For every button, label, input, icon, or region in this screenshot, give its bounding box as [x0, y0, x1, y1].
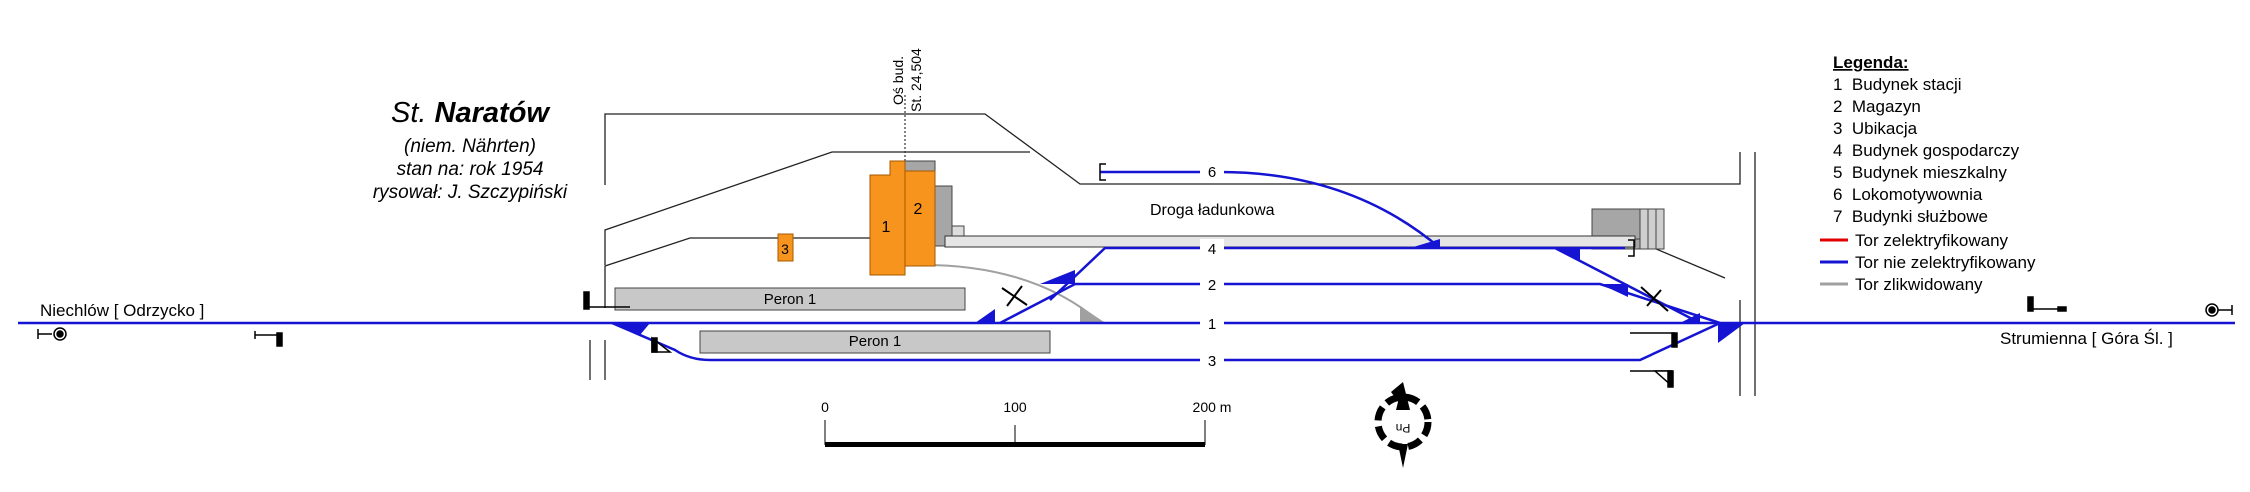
- scale-tick-200: 200 m: [1193, 399, 1232, 415]
- axis-label-1: Oś bud.: [890, 56, 906, 105]
- compass-label: Pn: [1396, 421, 1411, 435]
- legend-item-3: 3 Ubikacja: [1833, 119, 1918, 138]
- legend: Legenda: 1 Budynek stacji 2 Magazyn 3 Ub…: [1820, 53, 2036, 294]
- track-labels: 6 4 2 1 3: [1200, 162, 1224, 370]
- building-2-roof: [904, 160, 936, 172]
- buffers: [1099, 163, 1635, 257]
- signals: [37, 291, 2233, 388]
- legend-line-non-electrified-label: Tor nie zelektryfikowany: [1855, 253, 2036, 272]
- scale-bar: 0 100 200 m: [821, 399, 1231, 447]
- legend-item-5: 5 Budynek mieszkalny: [1833, 163, 2007, 182]
- legend-item-7: 7 Budynki służbowe: [1833, 207, 1988, 226]
- track-label-6: 6: [1208, 164, 1216, 181]
- scale-tick-100: 100: [1003, 399, 1027, 415]
- building-1-label: 1: [882, 219, 891, 236]
- building-2: [904, 170, 936, 267]
- platform-1-bottom-label: Peron 1: [849, 333, 902, 350]
- title-line-2: stan na: rok 1954: [397, 159, 544, 180]
- building-3-label: 3: [781, 241, 789, 257]
- scale-tick-0: 0: [821, 399, 829, 415]
- title-main: St. Naratów: [391, 97, 551, 129]
- axis-label-2: St. 24,504: [908, 48, 924, 112]
- building-2-label: 2: [914, 201, 923, 218]
- crossing-markers: [1001, 285, 1669, 312]
- legend-line-removed-label: Tor zlikwidowany: [1855, 275, 1983, 294]
- legend-item-4: 4 Budynek gospodarczy: [1833, 141, 2020, 160]
- direction-right: Strumienna [ Góra Śl. ]: [2000, 329, 2173, 348]
- loading-platform: [944, 235, 1636, 248]
- track-label-3: 3: [1208, 353, 1216, 370]
- building-1: [869, 160, 906, 276]
- compass-icon: Pn: [1374, 382, 1432, 468]
- legend-item-1: 1 Budynek stacji: [1833, 75, 1962, 94]
- platform-1-top-label: Peron 1: [764, 291, 817, 308]
- legend-title: Legenda:: [1833, 53, 1909, 72]
- building-3: [777, 233, 794, 262]
- title-line-1: (niem. Nährten): [404, 136, 536, 157]
- platform-1-bottom: [699, 330, 1051, 354]
- legend-line-electrified-label: Tor zelektryfikowany: [1855, 231, 2009, 250]
- track-label-2: 2: [1208, 277, 1216, 294]
- legend-item-6: 6 Lokomotywownia: [1833, 185, 1983, 204]
- switch-triangles: [612, 239, 1745, 343]
- removed-track-end: [1080, 306, 1104, 322]
- title-line-3: rysował: J. Szczypiński: [373, 182, 568, 203]
- road-label: Droga ładunkowa: [1150, 202, 1275, 219]
- track-label-4: 4: [1208, 241, 1216, 258]
- station-boundary: [589, 113, 1756, 396]
- direction-left: Niechlów [ Odrzycko ]: [40, 301, 204, 320]
- track-label-1: 1: [1208, 316, 1216, 333]
- legend-item-2: 2 Magazyn: [1833, 97, 1921, 116]
